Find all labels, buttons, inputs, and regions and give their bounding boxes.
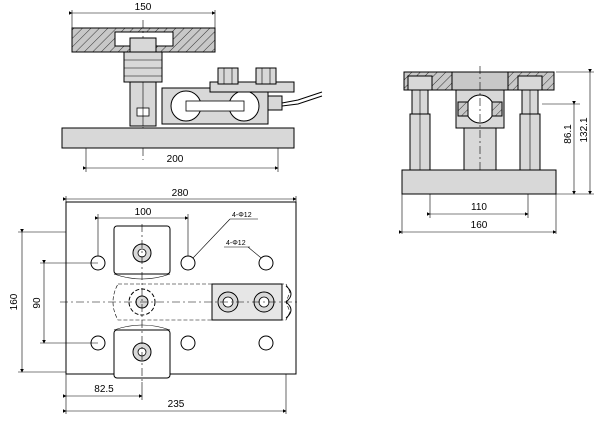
plan-note-a: 4-Φ12 <box>232 212 252 219</box>
plan-dim-bottom-width: 235 <box>168 399 185 410</box>
plan-load-cell <box>112 283 291 321</box>
side-base-plate <box>401 169 557 195</box>
plan-hole-4 <box>180 335 196 351</box>
side-bolt-left-head <box>407 75 433 91</box>
top-bolt-head <box>129 37 157 53</box>
bolt-nut-assembly <box>123 51 163 83</box>
front-view: 150 200 <box>61 2 323 172</box>
front-dim-bottom: 200 <box>167 154 184 165</box>
side-dim-inner: 110 <box>471 202 487 213</box>
side-view: 86.1 132.1 110 160 <box>399 66 594 234</box>
side-bolt-right-head <box>517 75 543 91</box>
bolt-right <box>255 67 277 85</box>
plan-hole-2 <box>180 255 196 271</box>
cable-gland <box>267 95 283 111</box>
base-plate <box>61 127 295 149</box>
plan-note-b: 4-Φ12 <box>226 240 246 247</box>
side-dim-height-b: 132.1 <box>579 117 590 142</box>
plan-dim-hole-spacing: 100 <box>135 207 152 218</box>
plan-view: 280 100 4-Φ12 4-Φ12 <box>9 188 300 414</box>
plan-dim-height: 160 <box>9 293 20 310</box>
bolt-left <box>217 67 239 85</box>
side-dim-height-a: 86.1 <box>563 124 574 144</box>
plan-dim-hole-vertical: 90 <box>32 297 43 309</box>
plan-dim-offset: 82.5 <box>94 384 114 395</box>
plan-hole-6 <box>258 335 274 351</box>
side-dim-outer: 160 <box>471 220 488 231</box>
plan-hole-5 <box>258 255 274 271</box>
front-dim-top: 150 <box>135 2 152 13</box>
mounting-bracket <box>209 81 295 93</box>
plan-dim-overall-width: 280 <box>172 188 189 199</box>
